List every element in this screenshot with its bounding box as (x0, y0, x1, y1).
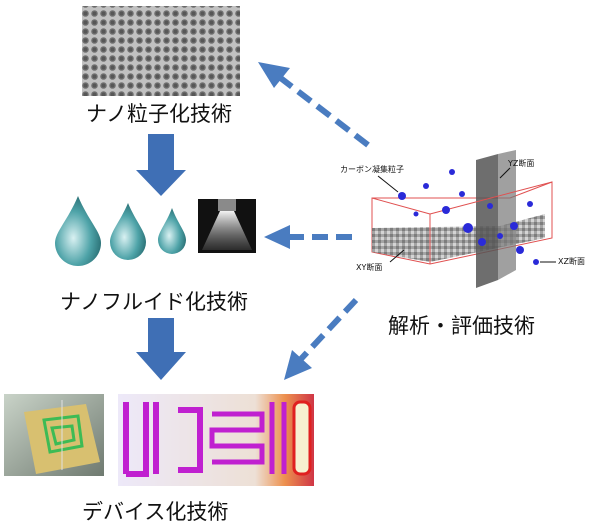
droplet-icon (110, 203, 146, 260)
nozzle-icon (198, 199, 256, 253)
dashed-arrow-to-nozzle (264, 225, 352, 249)
droplet-icon (55, 196, 101, 266)
dashed-arrow-to-device (284, 297, 359, 380)
nanofluid-label: ナノフルイド化技術 (60, 290, 248, 314)
dashed-arrow-to-particles (258, 62, 370, 148)
3d-tomography-image (371, 150, 556, 288)
yz-annotation: YZ断面 (508, 159, 535, 168)
analysis-label: 解析・評価技術 (388, 314, 535, 338)
xz-annotation: XZ断面 (558, 257, 585, 266)
xy-annotation: XY断面 (356, 263, 383, 272)
device-label: デバイス化技術 (82, 500, 229, 524)
thermal-device-image (118, 394, 314, 486)
tem-particles-image (82, 6, 240, 96)
carbon-annotation: カーボン凝集粒子 (340, 165, 404, 174)
nanoparticle-label: ナノ粒子化技術 (86, 102, 232, 126)
device-photo (4, 394, 104, 476)
down-arrow-1 (136, 134, 186, 196)
down-arrow-2 (136, 318, 186, 380)
droplet-icon (158, 208, 186, 254)
